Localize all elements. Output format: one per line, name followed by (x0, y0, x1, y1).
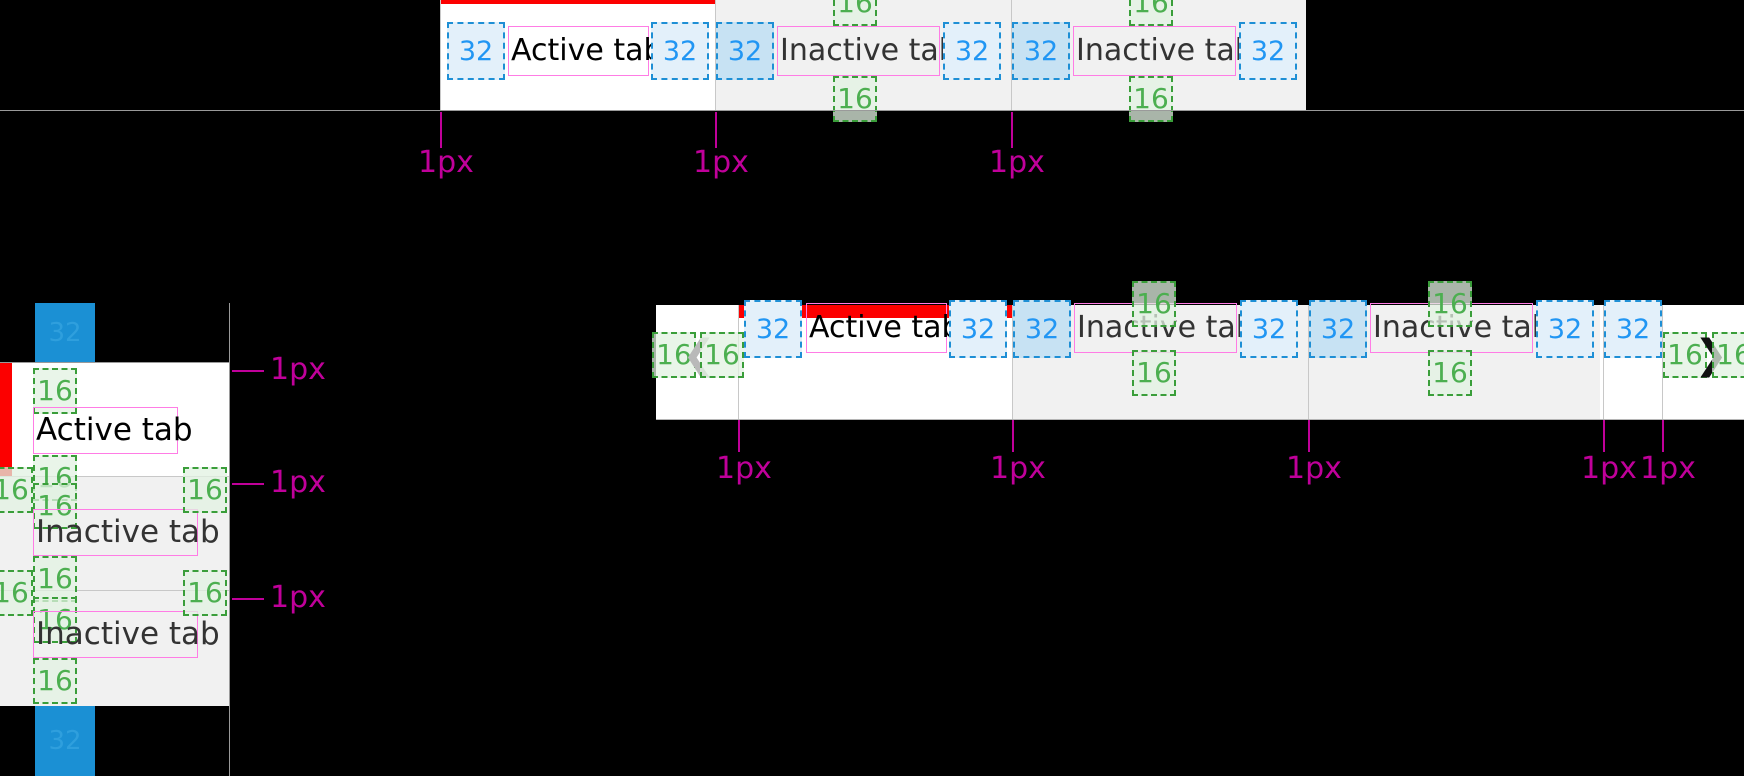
left-callout-3-line (232, 598, 264, 600)
right-callout-5-text: 1px (1640, 451, 1696, 486)
left-divider-1 (0, 476, 230, 477)
left-block-top-32: 32 (35, 303, 95, 363)
right-callout-3-line (1308, 420, 1310, 452)
left-tab2-padding-top: 16 (33, 483, 77, 529)
right-callout-3-text: 1px (1286, 451, 1342, 486)
right-scrollleft-padding-left: 16 (652, 332, 696, 378)
right-tab3-padding-left: 32 (1309, 300, 1367, 358)
top-callout-1-text: 1px (418, 145, 474, 180)
left-tab2-padding-left: 16 (0, 467, 33, 513)
top-divider-1 (440, 0, 441, 110)
top-tab3-padding-right: 32 (1239, 22, 1297, 80)
top-divider-3 (1011, 0, 1012, 110)
top-callout-3-text: 1px (989, 145, 1045, 180)
top-tab1-label-box[interactable]: Active tab (508, 26, 663, 76)
top-tab2-padding-right: 32 (943, 22, 1001, 80)
right-callout-5-line (1662, 420, 1664, 452)
left-callout-1-line (232, 370, 264, 372)
left-tab1-label-box[interactable]: Active tab (33, 407, 193, 454)
left-callout-2-line (232, 483, 264, 485)
right-divider-4 (1603, 305, 1604, 420)
right-tab3-trailing-gap: 32 (1604, 300, 1662, 358)
left-active-indicator (0, 363, 12, 476)
right-scrollright-padding-right: 16 (1712, 332, 1744, 378)
left-panel-right-edge (229, 303, 230, 776)
right-callout-1-line (738, 420, 740, 452)
left-tab3-padding-right: 16 (183, 570, 227, 616)
left-block-bottom-32: 32 (35, 706, 95, 776)
right-divider-5 (1662, 305, 1663, 420)
right-tab3-padding-bottom: 16 (1428, 350, 1472, 396)
left-callout-1-text: 1px (270, 352, 326, 387)
left-divider-2 (0, 590, 230, 591)
top-callout-3-line (1011, 112, 1013, 148)
left-tab2-padding-bottom: 16 (33, 556, 77, 602)
right-tab1-label-box[interactable]: Active tab (806, 303, 961, 353)
top-tab2-padding-top: 16 (833, 0, 877, 26)
right-tab2-padding-top: 16 (1132, 281, 1176, 327)
top-callout-1-line (440, 112, 442, 148)
top-baseline (0, 110, 1744, 111)
right-tab1-padding-right: 32 (949, 300, 1007, 358)
top-tab3-padding-top: 16 (1129, 0, 1173, 26)
top-tab1-padding-right: 32 (651, 22, 709, 80)
top-active-indicator (440, 0, 715, 4)
right-callout-4-line (1603, 420, 1605, 452)
top-tab3-padding-bottom: 16 (1129, 76, 1173, 122)
top-tab3-label-box[interactable]: Inactive tab (1073, 26, 1254, 76)
left-callout-2-text: 1px (270, 465, 326, 500)
top-divider-2 (715, 0, 716, 110)
top-tab2-label-box[interactable]: Inactive tab (777, 26, 958, 76)
right-divider-2 (1012, 305, 1013, 420)
right-callout-2-text: 1px (990, 451, 1046, 486)
right-tab3-padding-top: 16 (1428, 281, 1472, 327)
top-tab2-padding-bottom: 16 (833, 76, 877, 122)
left-tab2-padding-right: 16 (183, 467, 227, 513)
right-callout-2-line (1012, 420, 1014, 452)
right-tab2-padding-bottom: 16 (1132, 350, 1176, 396)
right-tab1-padding-left: 32 (744, 300, 802, 358)
right-callout-4-text: 1px (1581, 451, 1637, 486)
top-tab1-padding-left: 32 (447, 22, 505, 80)
left-divider-top (0, 362, 230, 363)
right-tab2-padding-left: 32 (1013, 300, 1071, 358)
right-callout-1-text: 1px (716, 451, 772, 486)
right-panel-baseline (656, 419, 1744, 420)
top-tab3-padding-left: 32 (1012, 22, 1070, 80)
left-tab3-label-box[interactable]: Inactive tab (33, 611, 220, 658)
left-tab1-padding-top: 16 (33, 368, 77, 414)
right-tab3-padding-right: 32 (1536, 300, 1594, 358)
right-tab2-padding-right: 32 (1240, 300, 1298, 358)
right-divider-3 (1308, 305, 1309, 420)
top-callout-2-text: 1px (693, 145, 749, 180)
top-callout-2-line (715, 112, 717, 148)
left-callout-3-text: 1px (270, 580, 326, 615)
top-tab2-padding-left: 32 (716, 22, 774, 80)
left-tab3-padding-top: 16 (33, 597, 77, 643)
left-tab3-padding-left: 16 (0, 570, 33, 616)
left-tab3-padding-bottom: 16 (33, 658, 77, 704)
right-scrollleft-padding-right: 16 (700, 332, 744, 378)
left-tab2-label-box[interactable]: Inactive tab (33, 509, 220, 556)
right-scrollright-padding-left: 16 (1663, 332, 1707, 378)
